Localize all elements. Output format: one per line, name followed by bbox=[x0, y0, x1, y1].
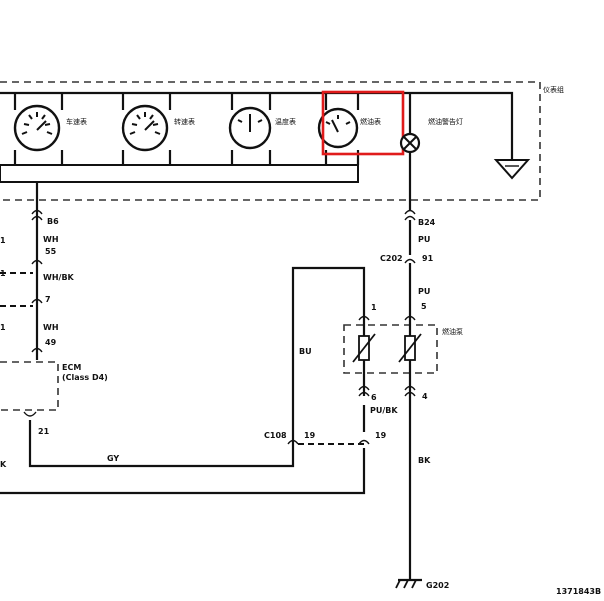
ground-label: G202 bbox=[426, 581, 449, 590]
connector-b24 bbox=[404, 209, 416, 221]
fuel-pump-pin-6: 6 bbox=[371, 393, 377, 402]
wire-color-bu: BU bbox=[299, 347, 312, 356]
gauge-label: 转速表 bbox=[174, 117, 195, 126]
cluster-title: 仪表组 bbox=[543, 85, 564, 94]
gauge-label: 温度表 bbox=[275, 117, 296, 126]
fuel-warning-lamp: 燃油警告灯 bbox=[399, 93, 463, 210]
wire-color-pu-1: PU bbox=[418, 235, 430, 244]
ecm-pin-21: 21 bbox=[38, 427, 50, 436]
gauge-temperature: 温度表 bbox=[228, 93, 296, 165]
connector-ecm-21 bbox=[23, 411, 37, 417]
fuel-pump-label: 燃油泵 bbox=[442, 327, 463, 336]
connector-49 bbox=[31, 347, 43, 353]
pin-b24: B24 bbox=[418, 218, 436, 227]
connector-c202 bbox=[404, 258, 416, 264]
wire-num-55: 55 bbox=[45, 247, 57, 256]
connector-7 bbox=[31, 298, 43, 304]
fuel-pump-pin-1: 1 bbox=[371, 303, 377, 312]
connector-55 bbox=[31, 259, 43, 265]
connector-b6 bbox=[31, 209, 43, 221]
fuel-gauge-icon bbox=[317, 107, 359, 149]
wire-color-wh: WH bbox=[43, 235, 59, 244]
wire-gy bbox=[28, 420, 295, 468]
gauge-label: 车速表 bbox=[66, 117, 87, 126]
speedometer-icon bbox=[13, 104, 61, 152]
warning-lamp-label: 燃油警告灯 bbox=[428, 117, 463, 126]
figure-id: 1371843B bbox=[556, 587, 601, 596]
pin-19-b: 19 bbox=[375, 431, 387, 440]
cluster-boundary bbox=[0, 81, 541, 201]
gauge-fuel: 燃油表 bbox=[317, 93, 381, 165]
left-partial-3: 1 bbox=[0, 323, 6, 332]
ecm-sub: (Class D4) bbox=[62, 373, 108, 382]
cluster-ground-icon bbox=[493, 159, 531, 180]
gauge-label: 燃油表 bbox=[360, 117, 381, 126]
ground-g202-icon bbox=[395, 578, 422, 589]
pin-19-a: 19 bbox=[304, 431, 316, 440]
wire-color-bk: BK bbox=[418, 456, 431, 465]
connector-pin-5 bbox=[404, 315, 416, 321]
pin-b6: B6 bbox=[47, 217, 59, 226]
left-partial-1: 1 bbox=[0, 236, 6, 245]
left-partial-2: 1 bbox=[0, 269, 6, 278]
wire-num-49: 49 bbox=[45, 338, 57, 347]
pin-5: 5 bbox=[421, 302, 427, 311]
gauge-tachometer: 转速表 bbox=[121, 93, 195, 165]
connector-pin-4 bbox=[404, 385, 416, 397]
connector-19 bbox=[358, 439, 370, 445]
tachometer-icon bbox=[121, 104, 169, 152]
left-partial-k: K bbox=[0, 460, 7, 469]
wire-color-gy: GY bbox=[107, 454, 119, 463]
wire-color-whbk: WH/BK bbox=[43, 273, 75, 282]
ecm-name: ECM bbox=[62, 363, 81, 372]
connector-c108 bbox=[287, 439, 299, 445]
connector-pump-6 bbox=[358, 385, 370, 397]
fuel-gauge-highlight bbox=[321, 90, 405, 156]
connector-c202-label: C202 bbox=[380, 254, 403, 263]
wire-color-pubk: PU/BK bbox=[370, 406, 398, 415]
cluster-circuit-board bbox=[0, 164, 359, 183]
fuel-pump-boundary bbox=[343, 324, 438, 374]
ecm-boundary bbox=[0, 361, 59, 411]
wire-num-7: 7 bbox=[45, 295, 51, 304]
wire-bu bbox=[291, 266, 366, 445]
wire-color-pu-2: PU bbox=[418, 287, 430, 296]
wire-color-wh-2: WH bbox=[43, 323, 59, 332]
gauge-speedometer: 车速表 bbox=[13, 93, 87, 165]
connector-c202-pin: 91 bbox=[422, 254, 434, 263]
connector-c108-label: C108 bbox=[264, 431, 287, 440]
pin-4: 4 bbox=[422, 392, 428, 401]
